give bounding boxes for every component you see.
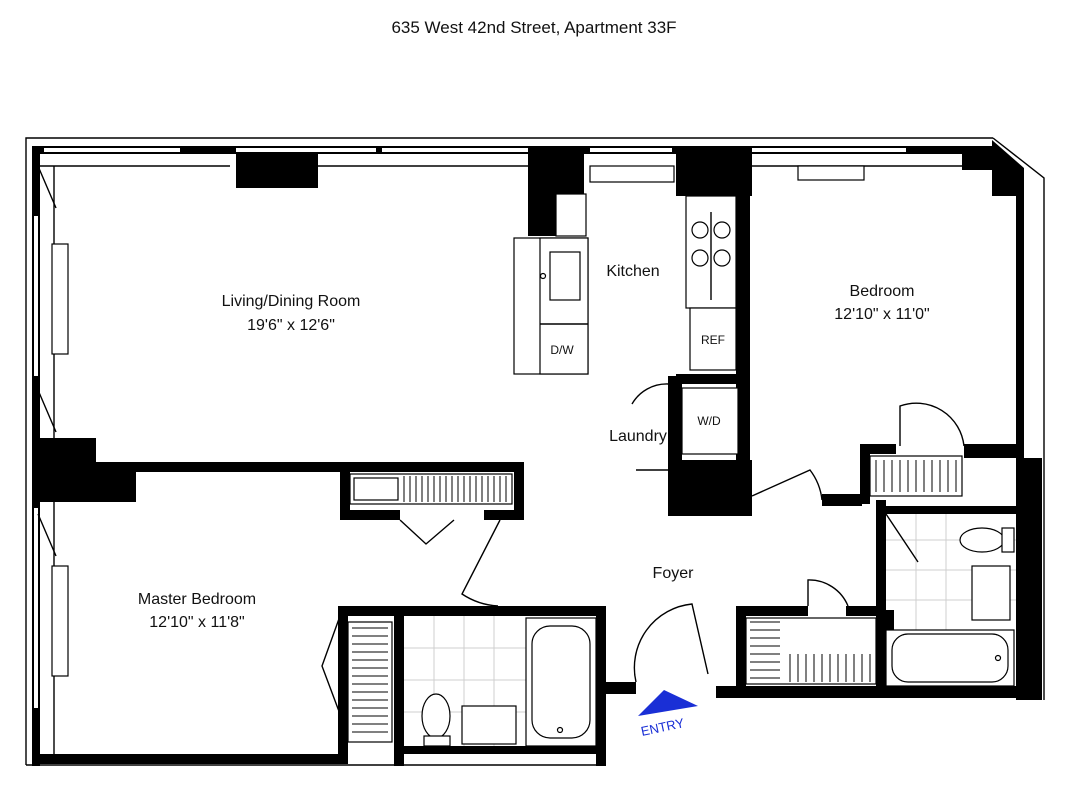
exterior-outline	[25, 137, 1045, 766]
master-bedroom-size: 12'10" x 11'8"	[149, 614, 244, 631]
living-room-name: Living/Dining Room	[222, 293, 361, 310]
foyer-name: Foyer	[653, 565, 695, 582]
kitchen-name: Kitchen	[606, 263, 659, 280]
closet-shelving	[347, 455, 963, 743]
bedroom-name: Bedroom	[850, 283, 915, 300]
dishwasher-label: D/W	[550, 343, 574, 357]
bedroom-size: 12'10" x 11'0"	[834, 306, 929, 323]
master-bedroom-name: Master Bedroom	[138, 591, 256, 608]
washer-dryer-label: W/D	[697, 414, 721, 428]
living-room-size: 19'6" x 12'6"	[247, 317, 335, 334]
plan-title: 635 West 42nd Street, Apartment 33F	[391, 18, 676, 37]
bathrooms	[404, 514, 1016, 747]
entry-marker[interactable]: ENTRY	[638, 690, 698, 739]
top-window-wall	[32, 146, 992, 167]
kitchen-fixtures	[513, 165, 865, 455]
entry-arrow-icon[interactable]	[638, 690, 698, 716]
door-swings	[321, 383, 965, 715]
interior-walls	[40, 444, 1042, 766]
fridge-label: REF	[701, 333, 725, 347]
laundry-name: Laundry	[609, 428, 667, 445]
left-window-wall	[32, 146, 69, 766]
entry-label: ENTRY	[640, 715, 686, 739]
